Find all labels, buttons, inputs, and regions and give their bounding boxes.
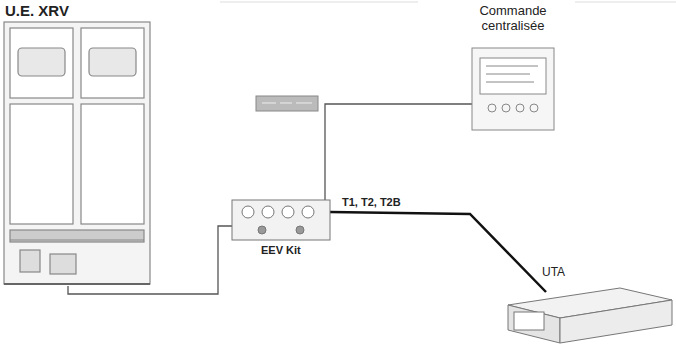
connector-line (325, 104, 472, 200)
edge-label: T1, T2, T2B (340, 196, 403, 208)
node-label: U.E. XRV (5, 2, 69, 19)
connector-line (330, 212, 546, 292)
diagram-node: Commande centralisée (466, 4, 560, 132)
eev-kit-box (232, 200, 330, 240)
diagram-node: EEV Kit (232, 200, 330, 262)
rule-line (575, 2, 676, 3)
node-label: EEV Kit (261, 244, 301, 257)
air-handling-unit (508, 288, 672, 343)
rule-line (220, 2, 418, 3)
node-label: UTA (542, 266, 565, 280)
central-controller (472, 48, 554, 130)
node-label: Commande centralisée (466, 4, 560, 34)
diagram-node: UTA (506, 266, 672, 344)
outdoor-unit (4, 22, 150, 284)
gateway-module (256, 96, 318, 111)
gateway-marks (262, 103, 312, 104)
diagram-node: U.E. XRV (2, 0, 152, 286)
